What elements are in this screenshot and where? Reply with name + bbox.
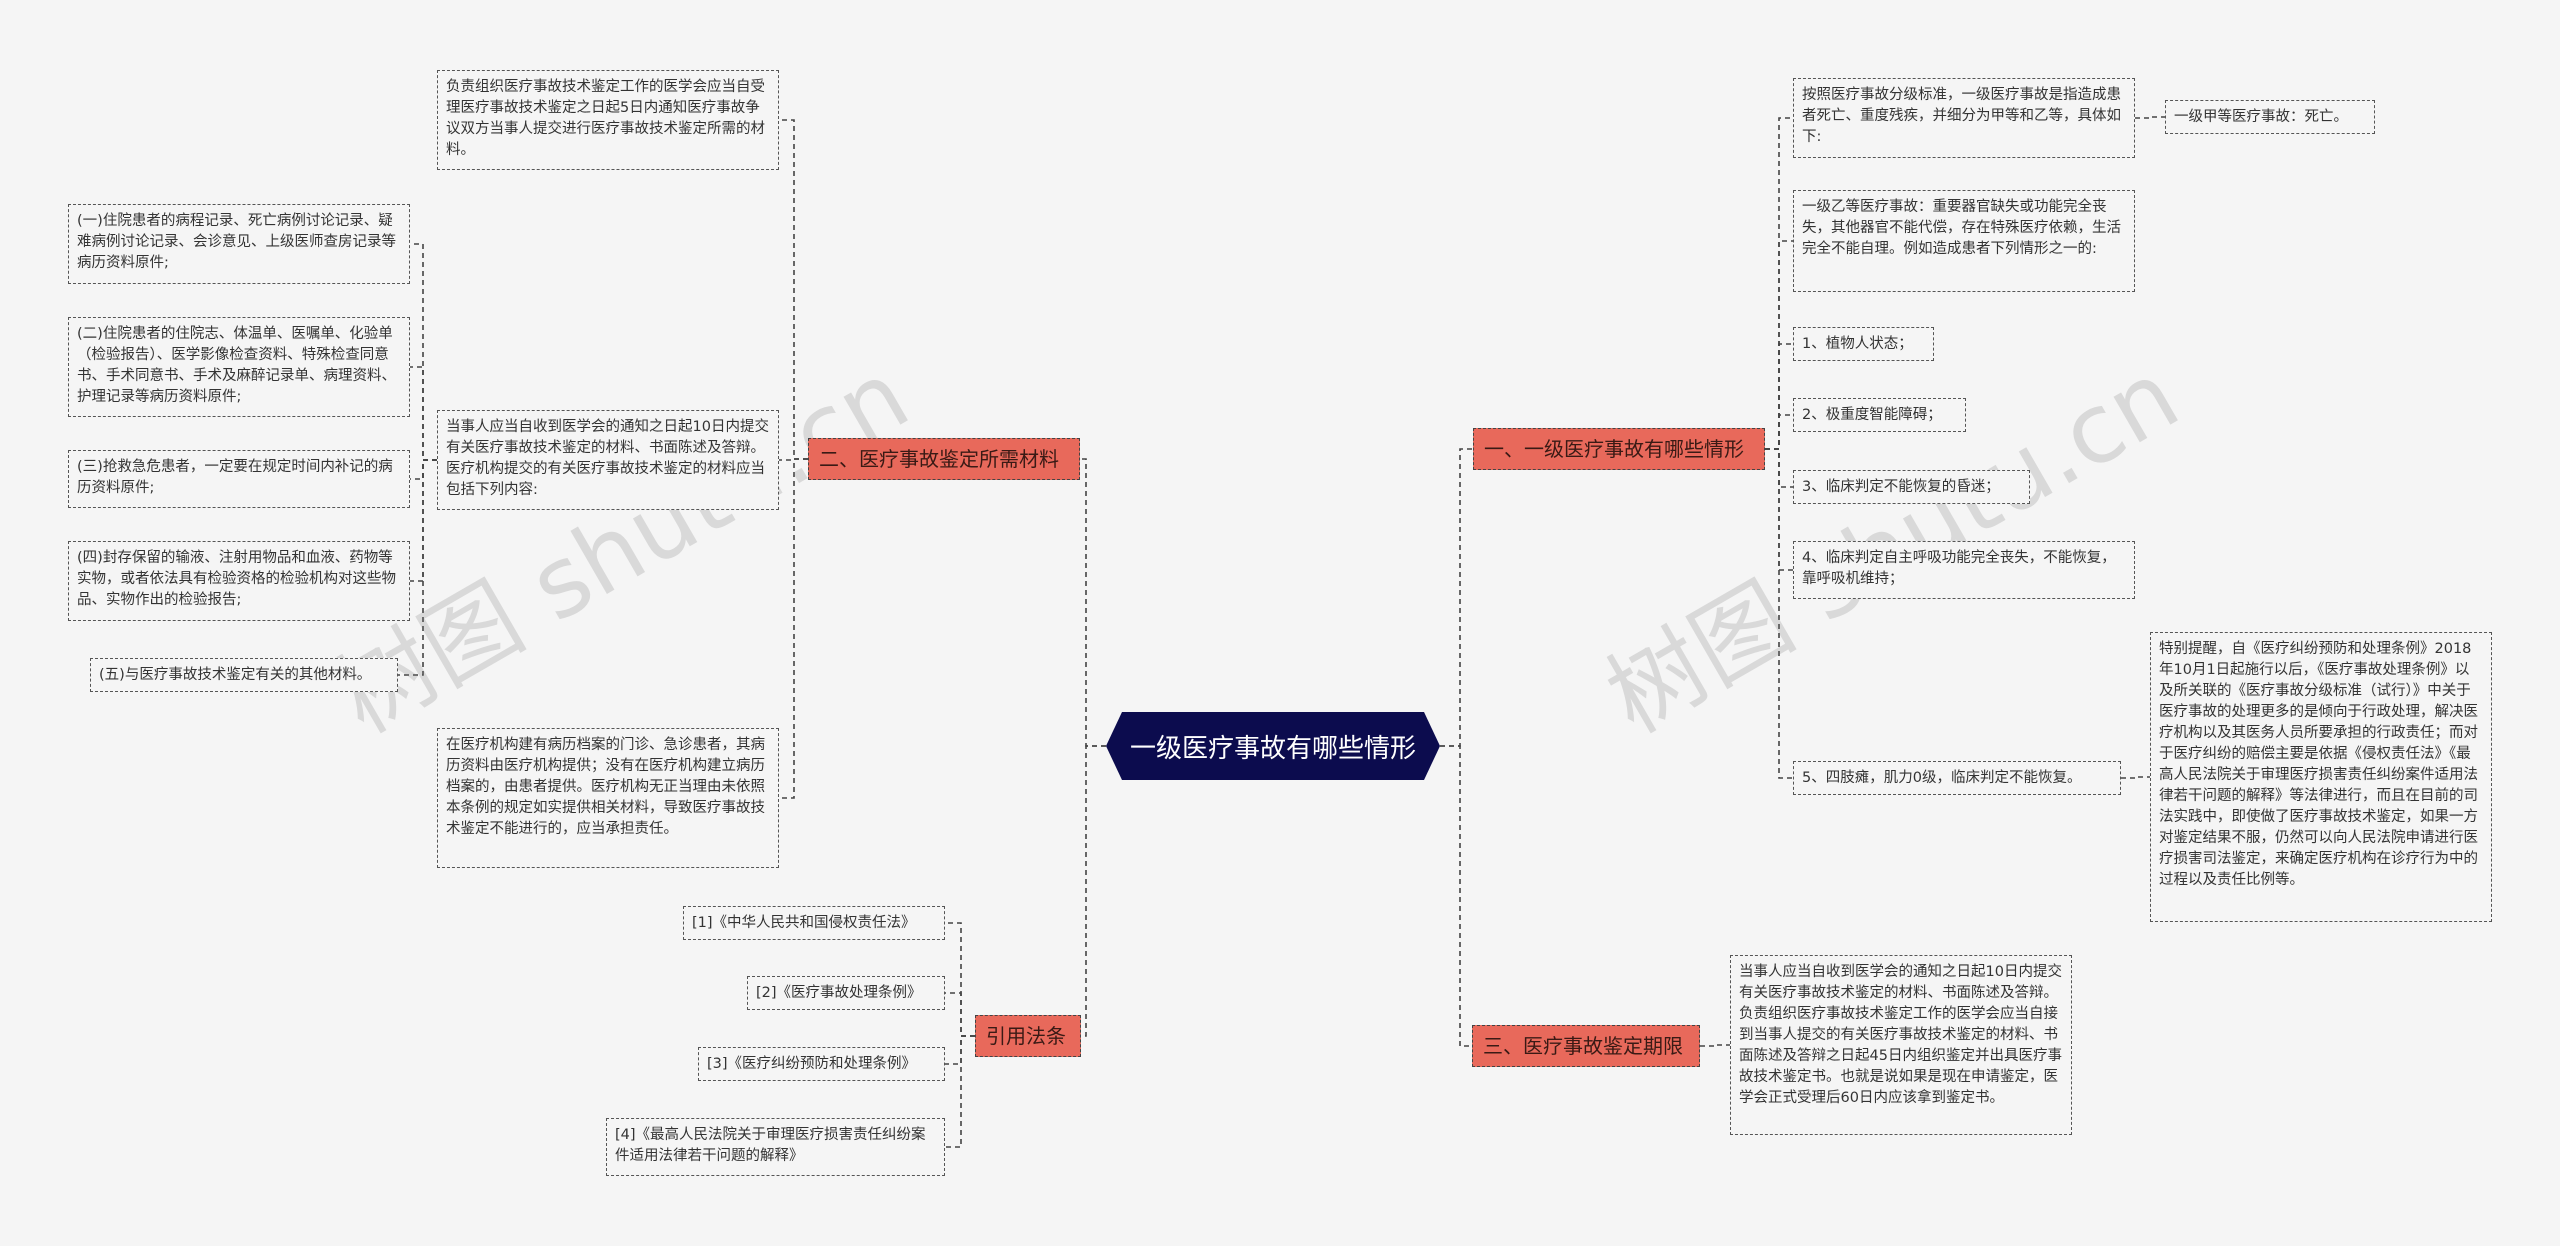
node-vegetative-state: 1、植物人状态； <box>1793 327 1934 361</box>
node-material-item-4: (四)封存保留的输液、注射用物品和血液、药物等实物，或者依法具有检验资格的检验机… <box>68 541 410 621</box>
node-law-ref-4: [4]《最高人民法院关于审理医疗损害责任纠纷案件适用法律若干问题的解释》 <box>606 1118 945 1176</box>
connector-m2-m2c <box>410 459 437 480</box>
node-grade-a: 一级甲等医疗事故：死亡。 <box>2165 100 2375 134</box>
node-respiration-loss: 4、临床判定自主呼吸功能完全丧失，不能恢复，靠呼吸机维持； <box>1793 541 2135 599</box>
connector-b2-m1 <box>779 119 808 460</box>
node-special-reminder: 特别提醒，自《医疗纠纷预防和处理条例》2018年10月1日起施行以后，《医疗事故… <box>2150 632 2492 922</box>
root-title: 一级医疗事故有哪些情形 <box>1129 733 1416 764</box>
connector-root-b4 <box>1081 745 1106 1037</box>
connector-root-b3 <box>1440 745 1472 1047</box>
connector-n1-n1a <box>2135 116 2165 119</box>
branch-appraisal-period[interactable]: 三、医疗事故鉴定期限 <box>1472 1025 1700 1067</box>
node-material-item-3: (三)抢救急危患者，一定要在规定时间内补记的病历资料原件; <box>68 450 410 508</box>
connector-b3-n8 <box>1700 1044 1730 1047</box>
root-topic[interactable]: 一级医疗事故有哪些情形 <box>1106 712 1440 780</box>
node-material-item-5: (五)与医疗事故技术鉴定有关的其他材料。 <box>90 658 398 692</box>
connector-m2-m2b <box>410 366 437 461</box>
node-medical-records: 在医疗机构建有病历档案的门诊、急诊患者，其病历资料由医疗机构提供；没有在医疗机构… <box>437 728 779 868</box>
connector-b4-r4 <box>945 1035 975 1148</box>
branch-cited-laws[interactable]: 引用法条 <box>975 1015 1081 1057</box>
connector-n7-n7a <box>2121 776 2150 779</box>
connector-b1-n5 <box>1765 448 1793 488</box>
node-notify-materials: 负责组织医疗事故技术鉴定工作的医学会应当自受理医疗事故技术鉴定之日起5日内通知医… <box>437 70 779 170</box>
connector-root-b1 <box>1440 448 1473 747</box>
connector-m2-m2e <box>398 459 437 676</box>
node-submit-materials: 当事人应当自收到医学会的通知之日起10日内提交有关医疗事故技术鉴定的材料、书面陈… <box>437 410 779 510</box>
connector-b4-r2 <box>945 992 975 1037</box>
connector-m2-m2a <box>410 243 437 461</box>
node-law-ref-1: [1]《中华人民共和国侵权责任法》 <box>683 906 945 940</box>
branch-required-materials[interactable]: 二、医疗事故鉴定所需材料 <box>808 438 1080 480</box>
node-intellectual-disability: 2、极重度智能障碍； <box>1793 398 1966 432</box>
connector-b1-n1 <box>1765 117 1793 450</box>
connector-b4-r3 <box>945 1035 975 1065</box>
node-law-ref-2: [2]《医疗事故处理条例》 <box>747 976 945 1010</box>
connector-b2-m3 <box>779 458 808 799</box>
node-coma: 3、临床判定不能恢复的昏迷； <box>1793 470 2030 504</box>
node-quadriplegia: 5、四肢瘫，肌力0级，临床判定不能恢复。 <box>1793 761 2121 795</box>
node-grade-b: 一级乙等医疗事故：重要器官缺失或功能完全丧失，其他器官不能代偿，存在特殊医疗依赖… <box>1793 190 2135 292</box>
node-classification-intro: 按照医疗事故分级标准，一级医疗事故是指造成患者死亡、重度残疾，并细分为甲等和乙等… <box>1793 78 2135 158</box>
connector-b4-r1 <box>945 922 975 1037</box>
connector-root-b2 <box>1080 458 1106 747</box>
node-material-item-1: (一)住院患者的病程记录、死亡病例讨论记录、疑难病例讨论记录、会诊意见、上级医师… <box>68 204 410 284</box>
node-law-ref-3: [3]《医疗纠纷预防和处理条例》 <box>698 1047 945 1081</box>
branch-severity-cases[interactable]: 一、一级医疗事故有哪些情形 <box>1473 428 1765 470</box>
connector-b1-n7 <box>1765 448 1793 779</box>
connector-b1-n3 <box>1765 343 1793 450</box>
node-material-item-2: (二)住院患者的住院志、体温单、医嘱单、化验单（检验报告）、医学影像检查资料、特… <box>68 317 410 417</box>
node-appraisal-period-text: 当事人应当自收到医学会的通知之日起10日内提交有关医疗事故技术鉴定的材料、书面陈… <box>1730 955 2072 1135</box>
connector-b1-n4 <box>1765 414 1793 450</box>
